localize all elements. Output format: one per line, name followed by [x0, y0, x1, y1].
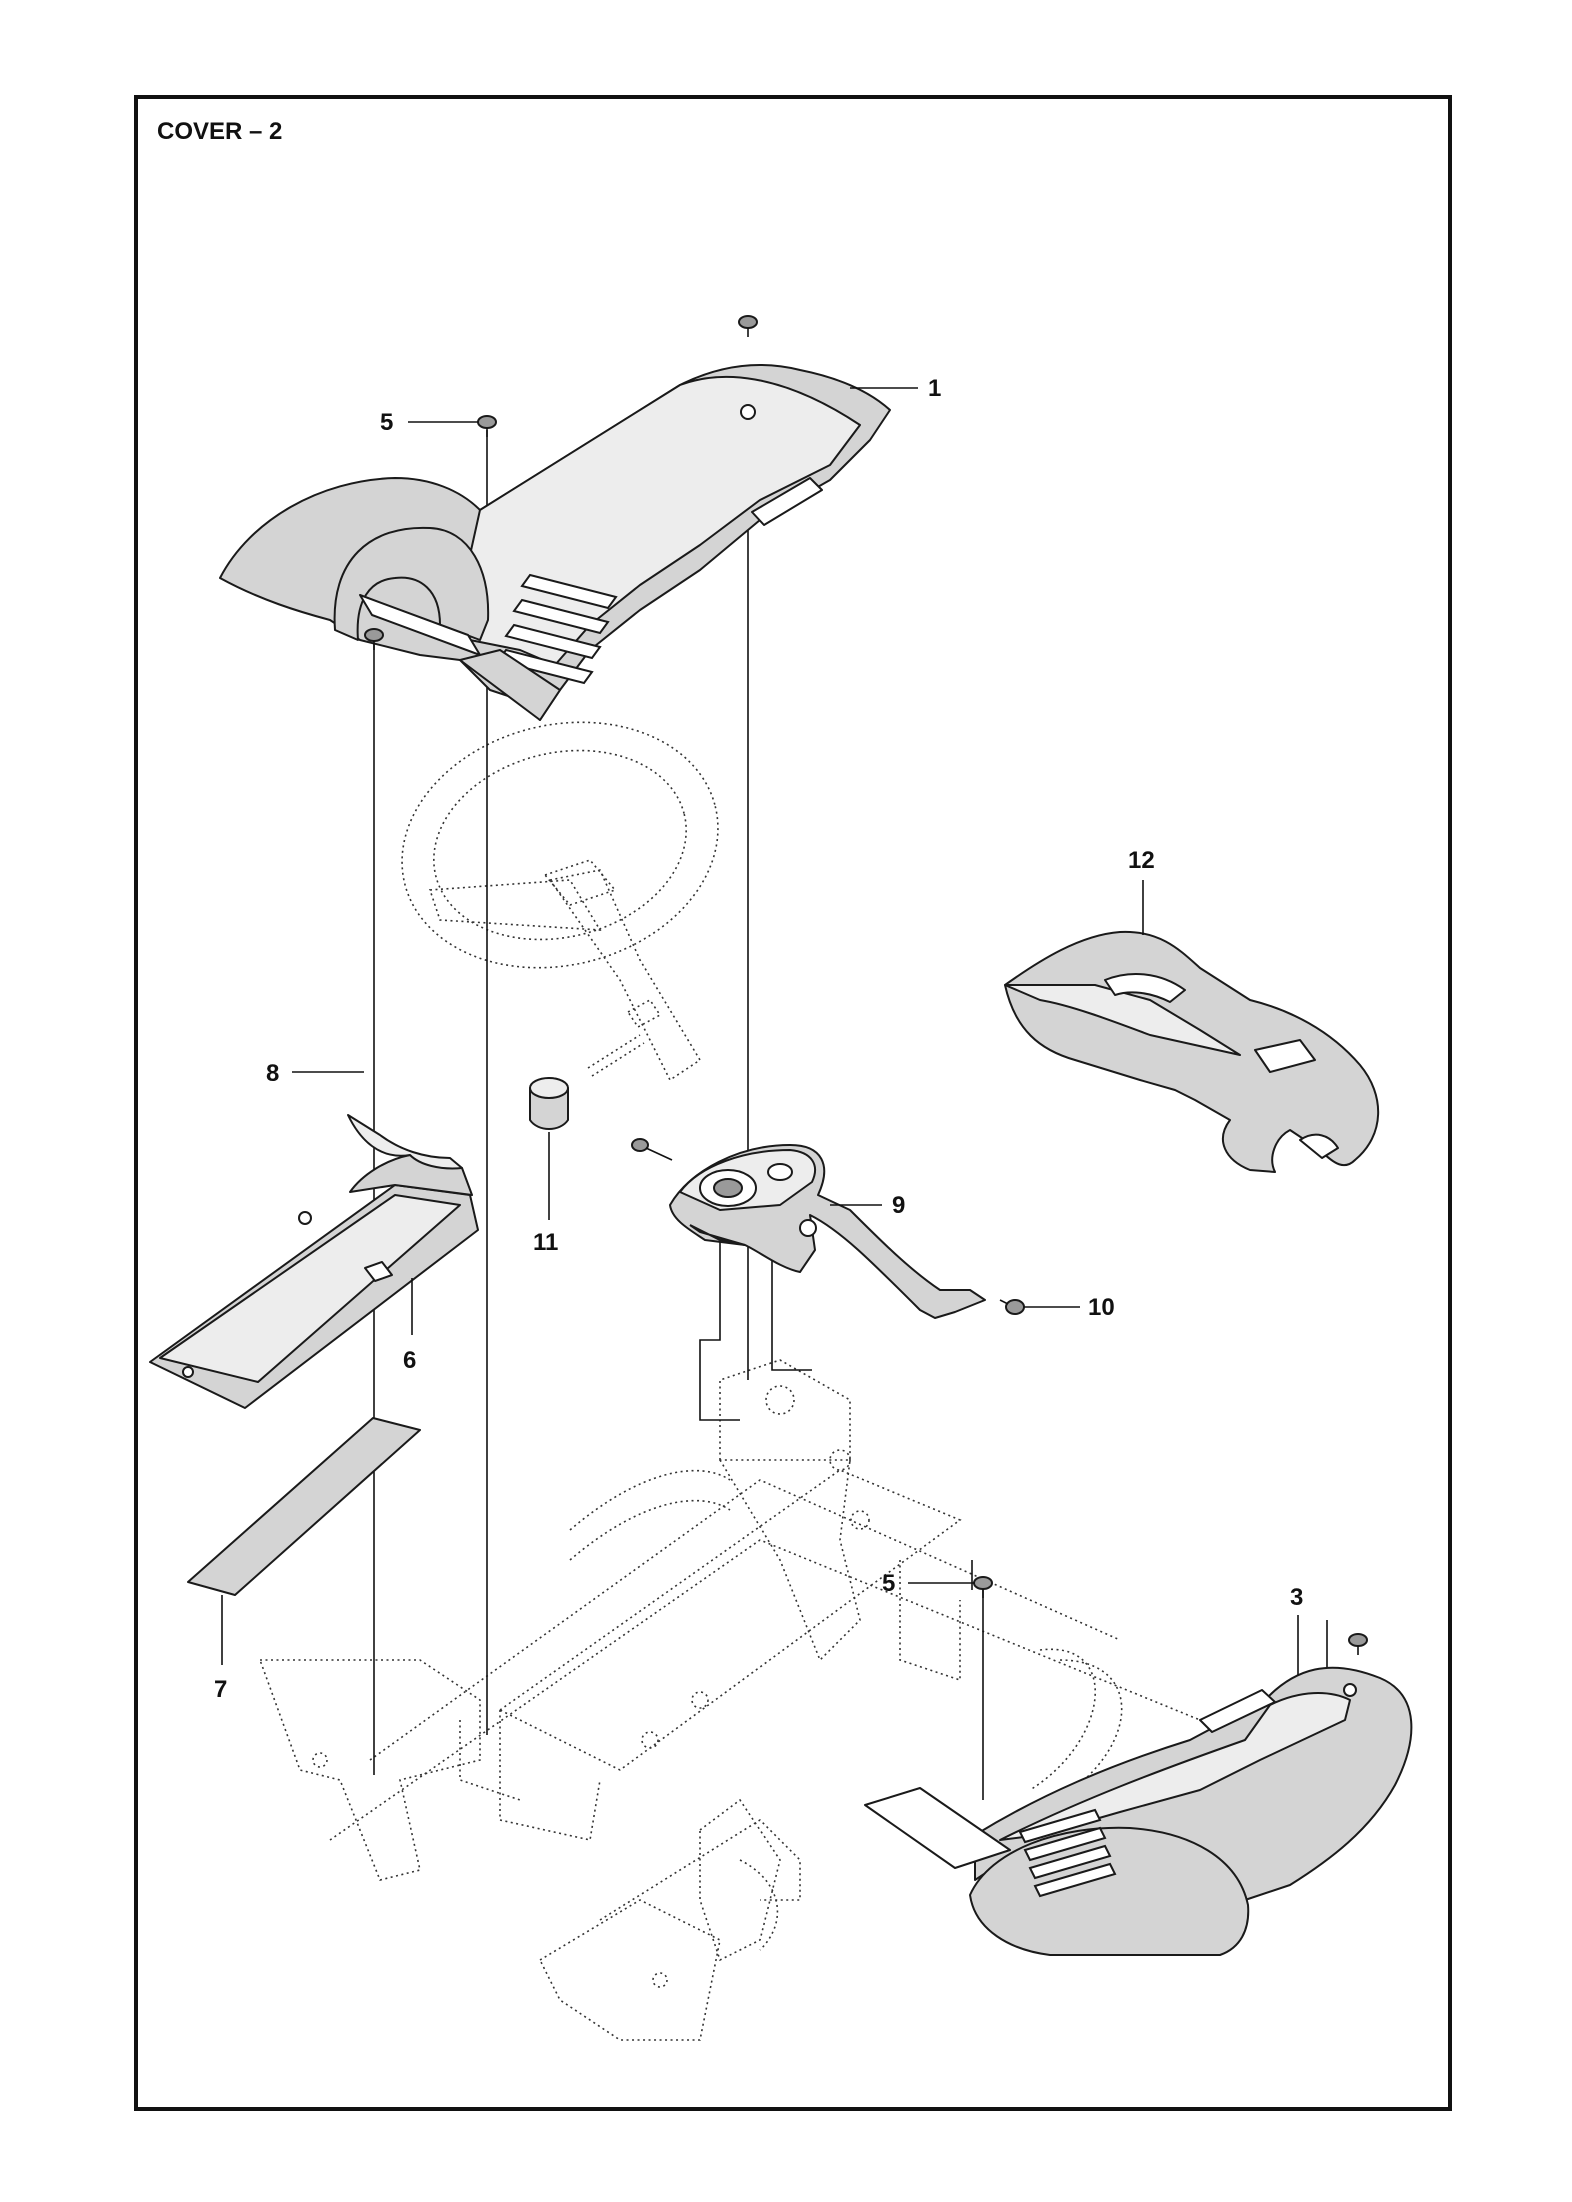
screw-8	[364, 628, 384, 650]
part-7-strip	[187, 1417, 421, 1596]
screw-5-lower	[973, 1576, 993, 1598]
screw-part-9	[631, 1138, 673, 1161]
part-11-knob	[529, 998, 662, 1130]
callout-6: 6	[403, 1347, 416, 1374]
callout-labels: 1 3 5 5 6 7 8 9 10 11 12	[214, 375, 1303, 1703]
screw-10	[999, 1299, 1025, 1315]
callout-leaders	[221, 387, 1299, 1675]
callout-10: 10	[1088, 1294, 1115, 1321]
callout-12: 12	[1128, 847, 1155, 874]
screw-5-upper	[477, 415, 497, 437]
callout-5-upper: 5	[380, 409, 393, 436]
steering-wheel	[401, 721, 719, 1082]
screw-part-3-right	[1348, 1633, 1368, 1655]
screw-part-1-top	[738, 315, 758, 337]
callout-11: 11	[533, 1229, 558, 1256]
part-9-console-housing	[669, 1144, 986, 1319]
callout-7: 7	[214, 1676, 227, 1703]
diagram-title: COVER – 2	[157, 118, 283, 145]
callout-1: 1	[928, 375, 941, 402]
drawing-frame	[134, 95, 1452, 2111]
callout-9: 9	[892, 1192, 905, 1219]
part-1-upper-cover	[219, 364, 891, 721]
part-6-side-plate	[149, 1114, 479, 1409]
part-12-rear-cover	[1004, 930, 1380, 1173]
callout-3: 3	[1290, 1584, 1303, 1611]
callout-8: 8	[266, 1060, 279, 1087]
callout-5-lower: 5	[882, 1570, 895, 1597]
part-3-lower-cover	[864, 1666, 1413, 1956]
